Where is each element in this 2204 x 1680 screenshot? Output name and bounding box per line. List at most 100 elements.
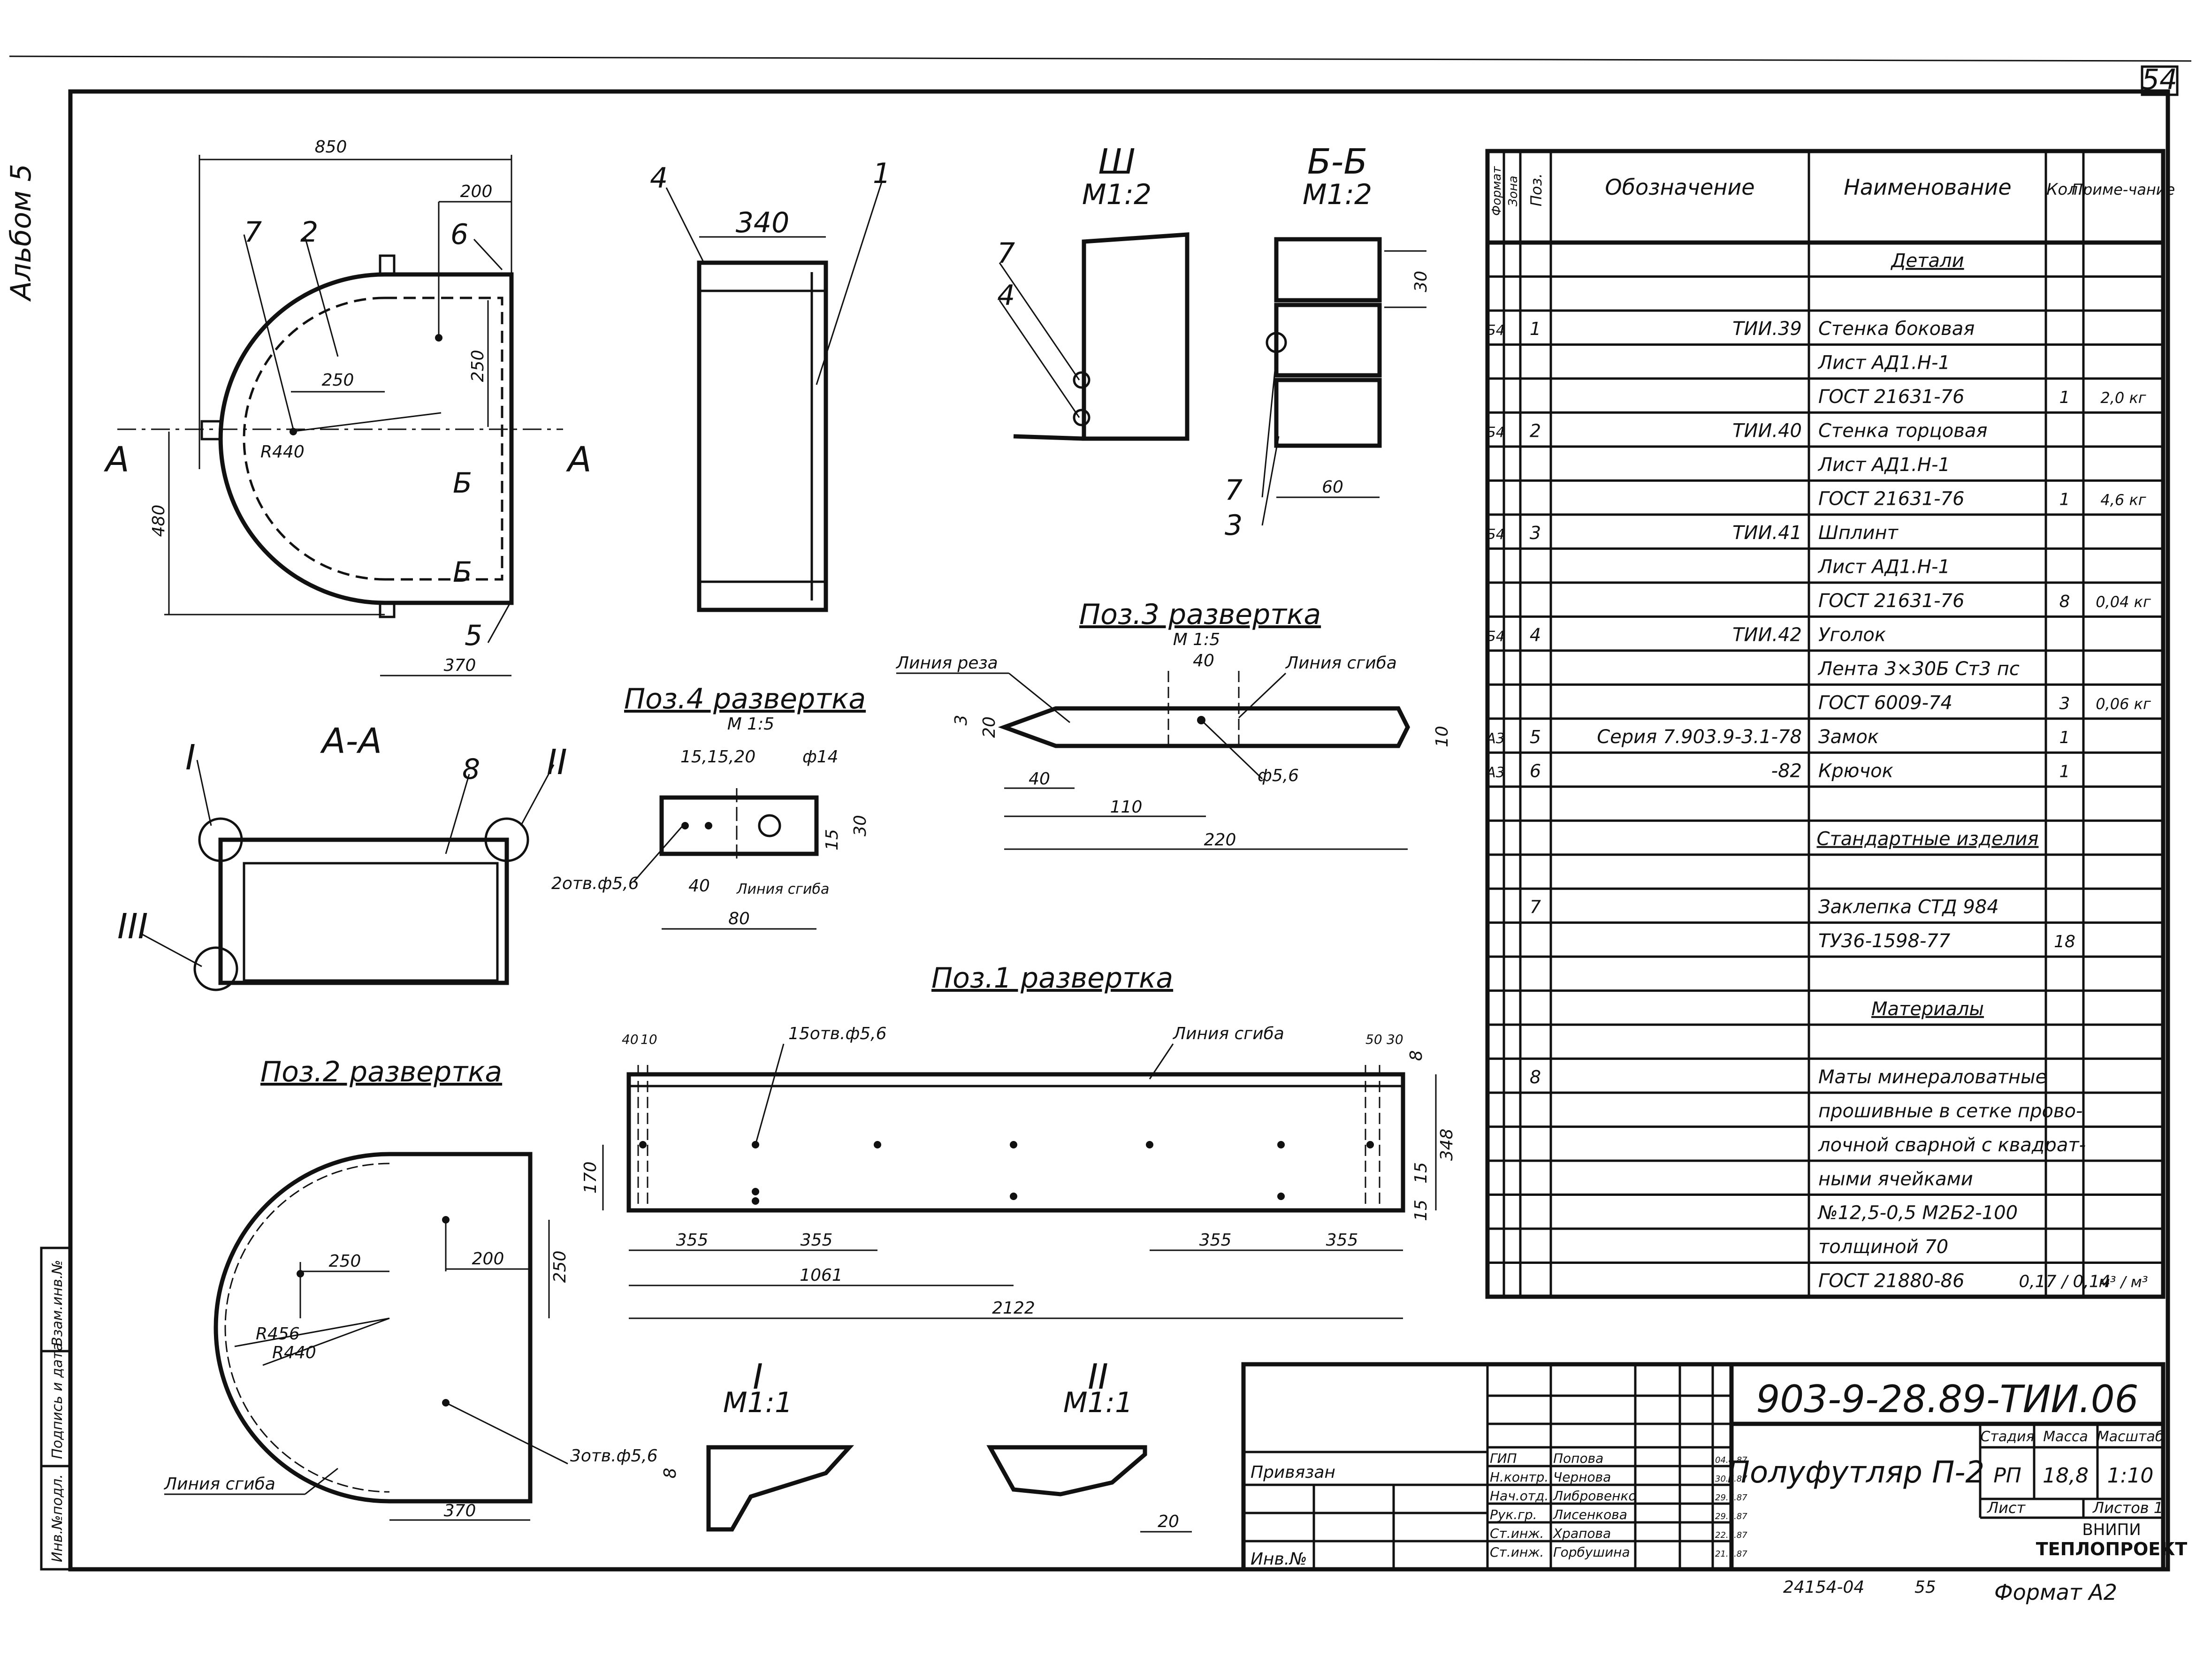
sig-date: 29.7.87: [1715, 1493, 1747, 1503]
th-note: Приме-чание: [2072, 181, 2175, 198]
poz2-bend-note: Линия сгиба: [163, 1475, 275, 1494]
detail-bb: Б-Б М1:2 30 60 7 3: [1225, 142, 1431, 542]
spec-cell-note: 2,0 кг: [2100, 389, 2146, 407]
poz2-dim-250: 250: [329, 1252, 361, 1271]
detail-3-callout-7: 7: [997, 237, 1015, 270]
poz4-holes-note: 2отв.ф5,6: [551, 874, 639, 893]
inventory-number: 24154-04: [1783, 1578, 1864, 1597]
spec-cell-qty: 1: [2059, 762, 2070, 781]
dim-r440: R440: [260, 442, 305, 462]
spec-cell-designation: ТИИ.40: [1732, 420, 1802, 442]
title-block-grid-rows: [1487, 1394, 1731, 1543]
spec-cell-name: Лента 3×30Б Ст3 пс: [1817, 658, 2020, 680]
title-block: Привязан Инв.№ 903-9-28.89-ТИИ.06 Полуфу…: [1241, 1362, 2187, 1572]
poz4-dim-15: 15: [823, 829, 842, 851]
tb-code: 903-9-28.89-ТИИ.06: [1756, 1377, 2139, 1421]
poz3-title: Поз.3 развертка: [1079, 598, 1321, 631]
spec-cell-note: м³ / м³: [2098, 1273, 2148, 1291]
sig-role: Н.контр.: [1490, 1469, 1548, 1485]
page-number-box: [2141, 65, 2179, 96]
poz1-hole-marks: [639, 1141, 1374, 1205]
poz4-scale: М 1:5: [727, 715, 774, 734]
album-label: Альбом 5: [5, 164, 38, 302]
poz2-holes-note: 3отв.ф5,6: [570, 1446, 658, 1466]
spec-cell-pos: 8: [1530, 1067, 1541, 1087]
spec-cell-name: Лист АД1.Н-1: [1817, 352, 1950, 374]
detail-2: II М1:1 20: [986, 1357, 1192, 1533]
spec-cell-qty: 1: [2059, 388, 2070, 407]
poz3-dim-40: 40: [1029, 769, 1050, 789]
detail-3-callout-4: 4: [997, 279, 1015, 312]
poz3-dim-110: 110: [1110, 798, 1143, 817]
spec-cell-name: Уголок: [1818, 624, 1886, 646]
poz3-development: Поз.3 развертка М 1:5 40 20 3 10 40 110 …: [895, 598, 1452, 850]
sig-name: Либровенко: [1553, 1488, 1637, 1504]
section-aa: А-А I 8 II III: [117, 721, 567, 991]
sig-name: Горбушина: [1553, 1544, 1630, 1560]
poz4-bend-note: Линия сгиба: [736, 881, 829, 897]
spec-cell-pos: 4: [1530, 625, 1541, 646]
poz2-dim-200: 200: [472, 1249, 504, 1269]
spec-cell-designation: ТИИ.41: [1732, 522, 1802, 544]
strip-inv-label: Инв.№подл.: [49, 1474, 66, 1562]
spec-cell-designation: ТИИ.42: [1732, 624, 1802, 646]
side-callout-4: 4: [650, 162, 668, 195]
spec-cell-name: ГОСТ 21880-86: [1818, 1270, 1964, 1292]
plan-callout-7: 7: [244, 216, 262, 249]
detail-1-scale: М1:1: [723, 1386, 793, 1419]
spec-cell-fmt: А3: [1485, 730, 1505, 747]
dim-850: 850: [315, 137, 347, 157]
side-view: 340 4 1: [650, 157, 891, 612]
detail-2-scale: М1:1: [1063, 1386, 1133, 1419]
spec-table: Формат Зона Поз. Обозначение Наименовани…: [1485, 149, 2175, 1299]
poz3-cut-note: Линия реза: [895, 654, 998, 673]
spec-cell-pos: 6: [1530, 760, 1541, 781]
sig-date: 04.8.87: [1715, 1455, 1747, 1465]
poz1-dim-348: 348: [1437, 1129, 1457, 1161]
tb-name: Полуфутляр П-2: [1727, 1455, 1984, 1490]
poz1-dim-355-c: 355: [1199, 1231, 1232, 1250]
poz1-dim-30: 30: [1387, 1032, 1403, 1047]
poz3-dim-20: 20: [980, 716, 999, 738]
spec-cell-fmt: Б4: [1486, 629, 1505, 645]
spec-cell-name: лочной сварной с квадрат-: [1818, 1134, 2086, 1156]
spec-cell-name: прошивные в сетке прово-: [1818, 1100, 2082, 1122]
poz1-dim-1061: 1061: [800, 1266, 843, 1285]
sig-date: 21.7.87: [1715, 1549, 1747, 1559]
tb-mass: 18,8: [2043, 1464, 2089, 1488]
detail-bb-dim-30: 30: [1411, 271, 1431, 292]
tb-scale-header: Масштаб: [2097, 1429, 2164, 1445]
poz1-dim-40: 40: [622, 1032, 639, 1047]
sig-date: 29.7.87: [1715, 1512, 1747, 1521]
poz2-dim-r440: R440: [272, 1343, 316, 1362]
outer-trim-line: [9, 55, 2192, 62]
dim-480: 480: [149, 505, 168, 537]
poz1-dim-8: 8: [1407, 1050, 1426, 1061]
spec-cell-note: 4,6 кг: [2100, 491, 2146, 509]
poz4-dim-15-15-20: 15,15,20: [680, 747, 755, 767]
spec-cell-name: ГОСТ 6009-74: [1818, 692, 1952, 714]
spec-cell-designation: ТИИ.39: [1732, 318, 1802, 340]
spec-cell-qty: 18: [2054, 932, 2075, 951]
sig-name: Храпова: [1552, 1526, 1611, 1541]
poz1-dim-15-b: 15: [1411, 1200, 1431, 1221]
poz3-dim-220: 220: [1204, 830, 1236, 850]
spec-cell-fmt: Б4: [1486, 425, 1505, 441]
sig-role: Ст.инж.: [1490, 1526, 1544, 1541]
section-aa-title: А-А: [320, 721, 382, 761]
tb-sheets-label: Листов 1: [2092, 1499, 2163, 1517]
tb-org-line1: ВНИПИ: [2082, 1520, 2141, 1539]
poz4-title: Поз.4 развертка: [624, 683, 866, 715]
format-label: Формат А2: [1994, 1580, 2117, 1605]
spec-cell-note: 0,04 кг: [2096, 593, 2151, 611]
side-dim-340: 340: [736, 206, 790, 239]
poz2-development: Поз.2 развертка 250 200 250 R456 R440 37…: [163, 1056, 658, 1521]
spec-cell-pos: 3: [1530, 523, 1541, 543]
detail-3-title: Ш: [1098, 142, 1135, 182]
spec-cell-name: Заклепка СТД 984: [1818, 896, 1999, 918]
sig-role: Ст.инж.: [1490, 1544, 1544, 1560]
detail-bb-callout-7: 7: [1225, 474, 1243, 507]
th-format: Формат: [1490, 166, 1504, 216]
